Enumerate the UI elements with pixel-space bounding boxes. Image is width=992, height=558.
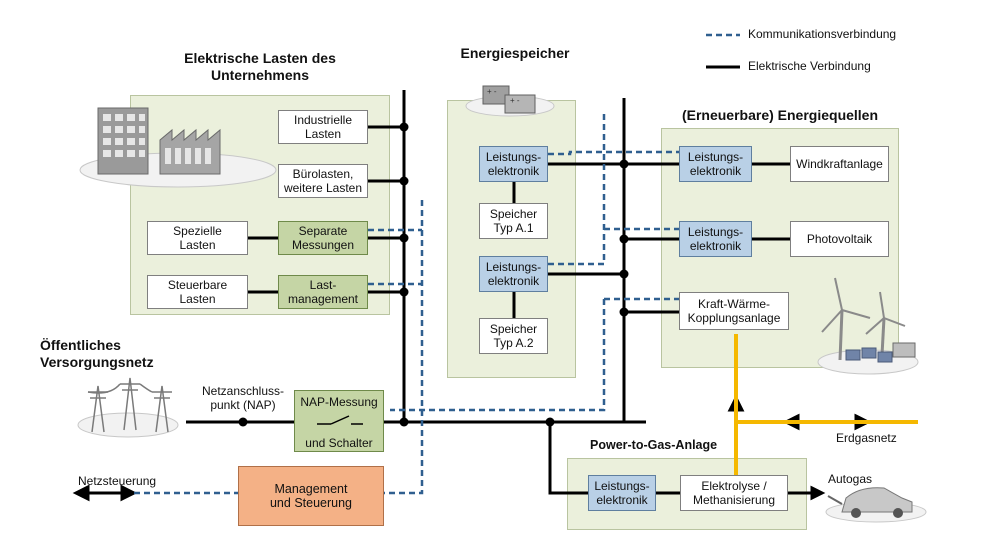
nap-box-line1: NAP-Messung [300, 395, 378, 409]
source-power-electronics-2: Leistungs- elektronik [679, 221, 752, 257]
storage-type-a1-box: Speicher Typ A.1 [479, 203, 548, 239]
battery-icon: + - + - [465, 85, 555, 117]
legend-electrical: Elektrische Verbindung [748, 59, 871, 73]
chp-plant-box: Kraft-Wärme- Kopplungsanlage [679, 292, 789, 330]
separate-measurements-box: Separate Messungen [278, 221, 368, 255]
p2g-power-electronics: Leistungs- elektronik [588, 475, 656, 511]
netzsteuerung-label: Netzsteuerung [78, 474, 157, 488]
communication-lines [134, 33, 740, 495]
storage-power-electronics-1: Leistungs- elektronik [479, 146, 548, 182]
controllable-loads-box: Steuerbare Lasten [147, 275, 248, 309]
switch-icon [317, 415, 363, 425]
storage-power-electronics-2: Leistungs- elektronik [479, 256, 548, 292]
wind-solar-icon [817, 277, 919, 375]
legend-communication: Kommunikationsverbindung [748, 27, 897, 41]
nap-label: Netzanschluss- punkt (NAP) [201, 384, 285, 412]
svg-text:+ -: + - [510, 96, 520, 105]
photovoltaics-box: Photovoltaik [790, 221, 889, 257]
industrial-loads-box: Industrielle Lasten [278, 110, 368, 144]
electrolysis-box: Elektrolyse / Methanisierung [680, 475, 788, 511]
power-pylon-icon [77, 377, 179, 438]
nap-box-line2: und Schalter [305, 436, 373, 450]
erdgasnetz-label: Erdgasnetz [836, 431, 897, 445]
load-management-box: Last- management [278, 275, 368, 309]
grid-title: Öffentliches Versorgungsnetz [40, 337, 154, 370]
junction-dots [238, 122, 629, 427]
gas-lines [734, 334, 918, 478]
p2g-title: Power-to-Gas-Anlage [590, 438, 718, 452]
car-icon [825, 487, 927, 523]
factory-icon [79, 107, 277, 188]
special-loads-box: Spezielle Lasten [147, 221, 248, 255]
electrical-lines [72, 90, 872, 502]
loads-title: Elektrische Lasten des Unternehmens [184, 50, 336, 83]
management-control-box: Management und Steuerung [238, 466, 384, 526]
nap-measurement-switch-box: NAP-Messung und Schalter [294, 390, 384, 452]
svg-text:+ -: + - [487, 87, 497, 96]
storage-type-a2-box: Speicher Typ A.2 [479, 318, 548, 354]
sources-title: (Erneuerbare) Energiequellen [681, 107, 879, 123]
source-power-electronics-1: Leistungs- elektronik [679, 146, 752, 182]
wind-turbine-box: Windkraftanlage [790, 146, 889, 182]
storage-title: Energiespeicher [460, 45, 570, 61]
autogas-label: Autogas [828, 472, 873, 486]
office-loads-box: Bürolasten, weitere Lasten [278, 164, 368, 198]
